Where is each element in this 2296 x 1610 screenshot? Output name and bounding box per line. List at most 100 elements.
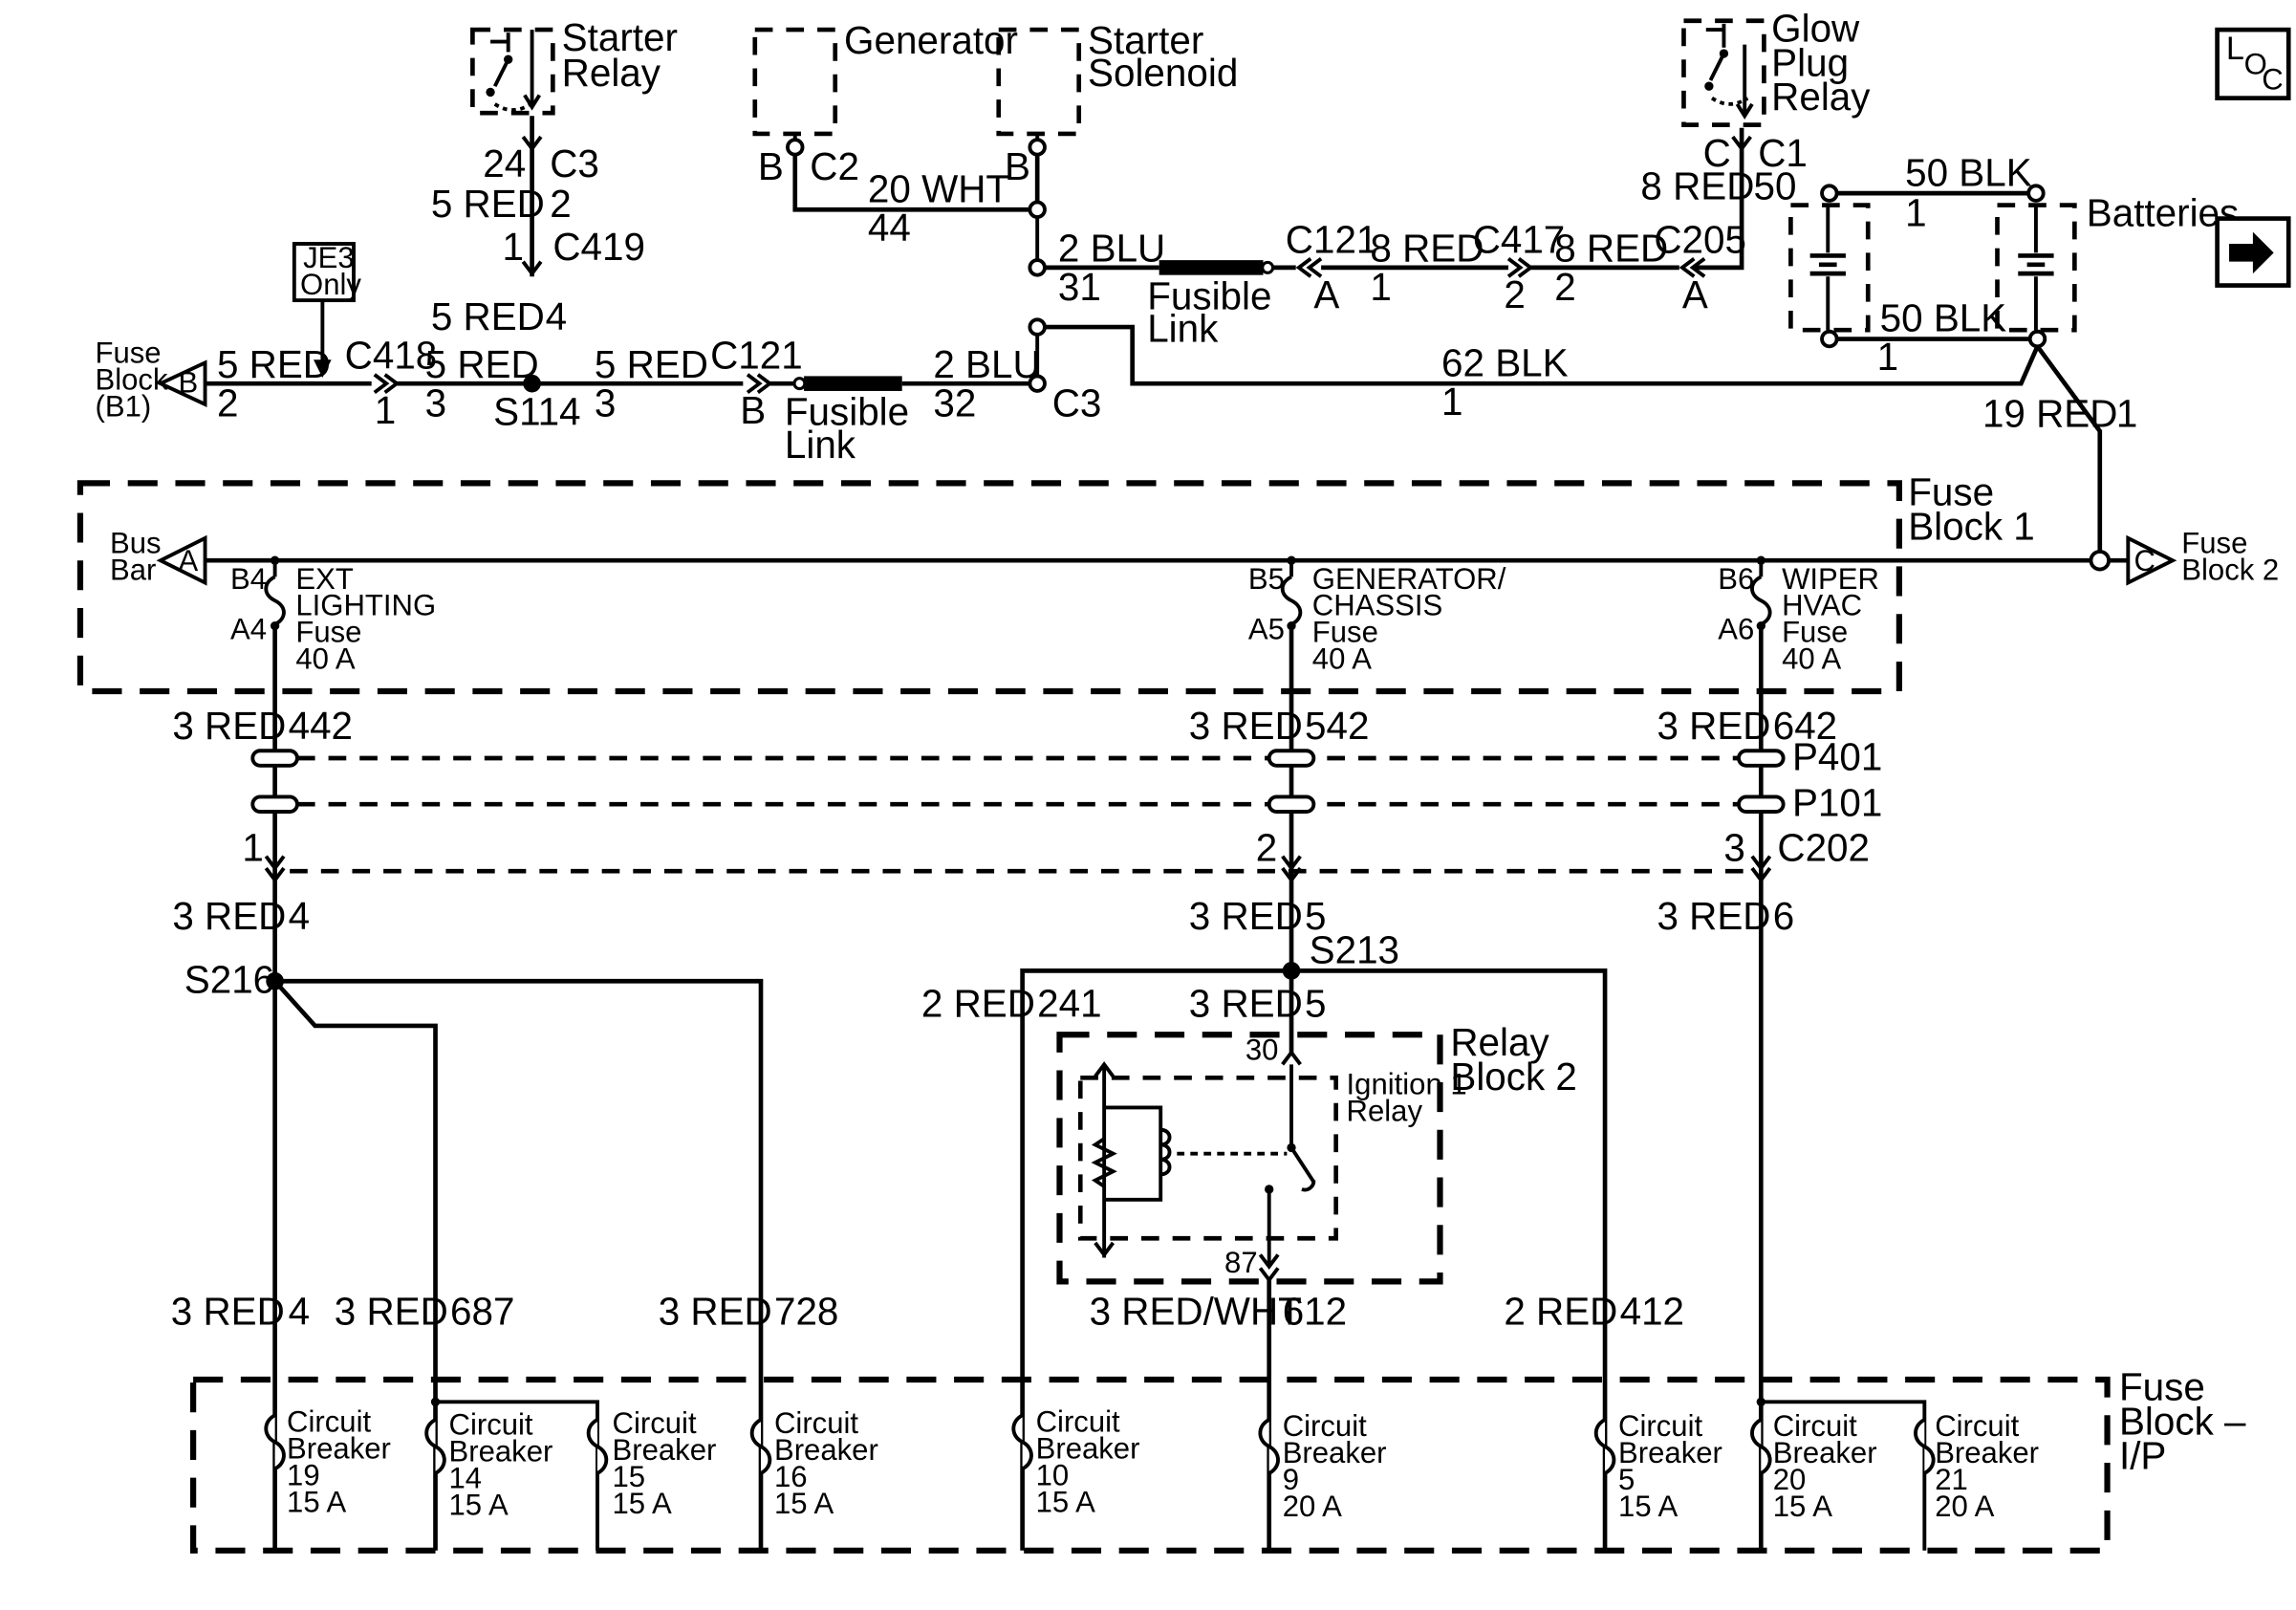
cb5-amp: 15 A [1618,1490,1678,1523]
wire-3red-542: 3 RED [1189,704,1303,748]
wire-3red-4-bottom: 3 RED [171,1289,285,1333]
fuse-ext-label-3: Fuse [295,616,361,649]
wire-3red-642: 3 RED [1657,704,1770,748]
splice-s114 [523,374,541,393]
circuit-241: 241 [1037,982,1101,1026]
connector-c1: C1 [1758,131,1808,175]
wire-3redwht: 3 RED/WHT [1090,1289,1302,1333]
glow-plug-label-2: Plug [1771,40,1849,84]
cb9-number: 9 [1283,1463,1299,1496]
circuit-breaker-19: Circuit Breaker 19 15 A [264,1404,391,1518]
glow-plug-relay: Glow Plug Relay [1681,7,1871,127]
circuit-3-s114: 3 [425,381,446,424]
bus-bar-label-2: Bar [110,553,156,586]
only-label: Only [300,268,361,301]
fuse-wiper-label-2: HVAC [1782,589,1862,622]
fuse-block-1-box [76,480,1903,695]
connector-c2: C2 [810,144,859,188]
connector-c419: C419 [552,225,645,269]
pin-1-c419: 1 [502,225,523,269]
circuit-1-19: 1 [2116,391,2137,435]
fuse-ext-label-2: LIGHTING [295,589,436,622]
loc-o: O [2244,48,2267,81]
pin-24: 24 [483,141,526,185]
cb14-amp: 15 A [449,1488,509,1521]
loc-l: L [2226,31,2244,67]
circuit-1-a: 1 [1370,265,1391,309]
fuse-a5: A5 [1248,613,1285,646]
c417-pin-2: 2 [1504,272,1525,316]
pass-through-p401: P401 [250,734,1882,778]
cb10-amp: 15 A [1036,1485,1095,1518]
splice-s213-label: S213 [1310,928,1399,972]
location-icon: L O C [2215,27,2291,100]
fusible-link-1-label-2: Link [1147,307,1219,351]
wire-2blu-31: 2 BLU [1058,227,1165,271]
gen-pin-b: B [758,144,784,188]
connector-c3-starter-relay: C3 [550,141,599,185]
circuit-2-b: 2 [1554,265,1575,309]
wire-5red-starter: 5 RED [431,182,545,226]
c121-pin-a: A [1313,272,1339,316]
wire-20wht: 20 WHT [868,166,1009,210]
cb15-amp: 15 A [613,1487,672,1520]
cb14-label-1: Circuit [449,1408,533,1442]
fuse-block-b1-connector: B Fuse Block (B1) [96,336,207,423]
fuse-b4: B4 [230,562,267,596]
connector-c418: C418 [345,334,438,378]
wire-2red-241: 2 RED [921,982,1035,1026]
relay-block-2: Relay Block 2 30 Ignition 1 Relay 87 [1056,1020,1577,1285]
pin-87: 87 [1224,1246,1258,1279]
wire-5red-s114-left: 5 RED [425,342,539,386]
fuse-block-ip-label-3: I/P [2119,1433,2166,1477]
starter-solenoid-label-2: Solenoid [1088,51,1238,95]
circuit-breaker-9: Circuit Breaker 9 20 A [1258,1409,1387,1523]
fuse-a6: A6 [1718,613,1754,646]
wire-5red-c121: 5 RED [595,342,708,386]
circuit-4: 4 [546,294,567,338]
fuse-wiper-hvac: B6 A6 WIPER HVAC Fuse 40 A [1718,555,1879,676]
fuse-gen-label-1: GENERATOR/ [1312,562,1506,596]
fuse-b6: B6 [1718,562,1754,596]
c418-pin-1: 1 [375,388,396,432]
wire-62blk: 62 BLK [1441,340,1569,384]
circuit-32: 32 [933,381,976,424]
starter-relay: Starter Relay [470,15,678,116]
cb19-label-2: Breaker [287,1431,391,1465]
circuit-542: 542 [1305,704,1369,748]
c202-pin-3: 3 [1723,825,1744,869]
gp-pin-c: C [1703,131,1731,175]
cb10-label-2: Breaker [1036,1431,1140,1465]
cb5-label-1: Circuit [1618,1409,1702,1443]
fuse-block-b1-label-3: (B1) [96,389,152,423]
cb9-label-1: Circuit [1283,1409,1367,1443]
connector-c3-solenoid: C3 [1052,381,1102,424]
wire-50blk-bottom: 50 BLK [1880,296,2007,340]
fuse-block-ip-label-1: Fuse [2119,1365,2205,1409]
ignition-relay-label-1: Ignition 1 [1347,1067,1467,1100]
cb10-label-1: Circuit [1036,1404,1120,1438]
circuit-4-bottom: 4 [289,1289,310,1333]
generator: Generator [752,18,1018,157]
wire-2blu-32: 2 BLU [933,342,1040,386]
cb5-label-2: Breaker [1618,1436,1722,1469]
wire-3red-6: 3 RED [1657,894,1770,938]
sol-pin-b: B [1005,144,1030,188]
right-arrow-icon[interactable] [2215,216,2291,288]
starter-relay-label-2: Relay [562,51,661,95]
cb21-label-2: Breaker [1935,1436,2039,1469]
circuit-612: 612 [1283,1289,1347,1333]
circuit-44: 44 [868,206,911,250]
circuit-breaker-16: Circuit Breaker 16 15 A [749,1406,878,1520]
cb20-label-1: Circuit [1773,1409,1857,1443]
glow-plug-label-1: Glow [1771,7,1860,51]
fusible-link-2-label-1: Fusible [785,390,909,434]
b1-letter: B [179,366,199,400]
fuse-block-2-label-2: Block 2 [2181,553,2279,586]
p401-label: P401 [1792,734,1882,778]
relay-block-2-label-1: Relay [1450,1020,1549,1064]
fuse-ext-label-4: 40 A [295,642,355,676]
fuse-block-b1-label-2: Block [96,362,168,396]
pin-30: 30 [1245,1033,1279,1067]
